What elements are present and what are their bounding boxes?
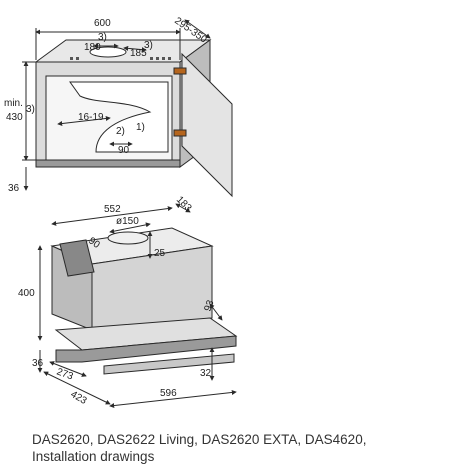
dim-diameter: ø150 <box>116 216 139 227</box>
dim-panel: 32 <box>200 368 212 379</box>
dim-side: 16-19 <box>78 112 104 123</box>
dim-height: 430 <box>6 112 23 123</box>
dim-hood-height: 400 <box>18 288 35 299</box>
dim-cutout-a: 180 <box>84 42 101 53</box>
mounting-holes <box>70 57 171 60</box>
dim-side-a: 273 <box>55 366 75 382</box>
dim-width: 600 <box>94 18 111 29</box>
hood-drawing <box>37 203 238 409</box>
duct-collar <box>107 231 149 245</box>
dim-inner: 90 <box>118 145 130 156</box>
dim-min-label: min. <box>4 98 23 109</box>
drawing-caption: DAS2620, DAS2622 Living, DAS2620 EXTA, D… <box>32 431 442 465</box>
dim-full-width: 596 <box>160 388 177 399</box>
dim-height-small: 25 <box>154 248 166 259</box>
cabinet-bottom <box>35 159 181 168</box>
motor-housing <box>59 239 95 277</box>
cabinet-drawing <box>22 19 233 198</box>
dim-hood-depth: 183 <box>174 194 194 214</box>
dim-note-2: 2) <box>116 126 125 137</box>
dim-note-1: 1) <box>136 122 145 133</box>
dim-note-3b: 3) <box>144 40 153 51</box>
dim-note-3c: 3) <box>26 104 35 115</box>
dim-hood-width: 552 <box>104 204 121 215</box>
cabinet-door <box>181 52 233 198</box>
hood-inside <box>69 81 169 153</box>
installation-drawing: 600 295-350 180 3) 185 3) min. 430 3) 16… <box>4 15 238 409</box>
door-hinges <box>173 67 187 137</box>
dim-hood-bottom: 36 <box>32 358 44 369</box>
dim-note-3: 3) <box>98 32 107 43</box>
panel-strip <box>103 353 235 375</box>
caption-models: DAS2620, DAS2622 Living, DAS2620 EXTA, D… <box>32 432 367 447</box>
dim-bottom: 36 <box>8 183 20 194</box>
hood-dimension-labels: 552 183 ø150 90 25 400 93 36 273 32 423 … <box>18 194 217 407</box>
dim-front: 93 <box>202 298 216 313</box>
caption-subtitle: Installation drawings <box>32 449 155 464</box>
dim-cutout-b: 185 <box>130 48 147 59</box>
